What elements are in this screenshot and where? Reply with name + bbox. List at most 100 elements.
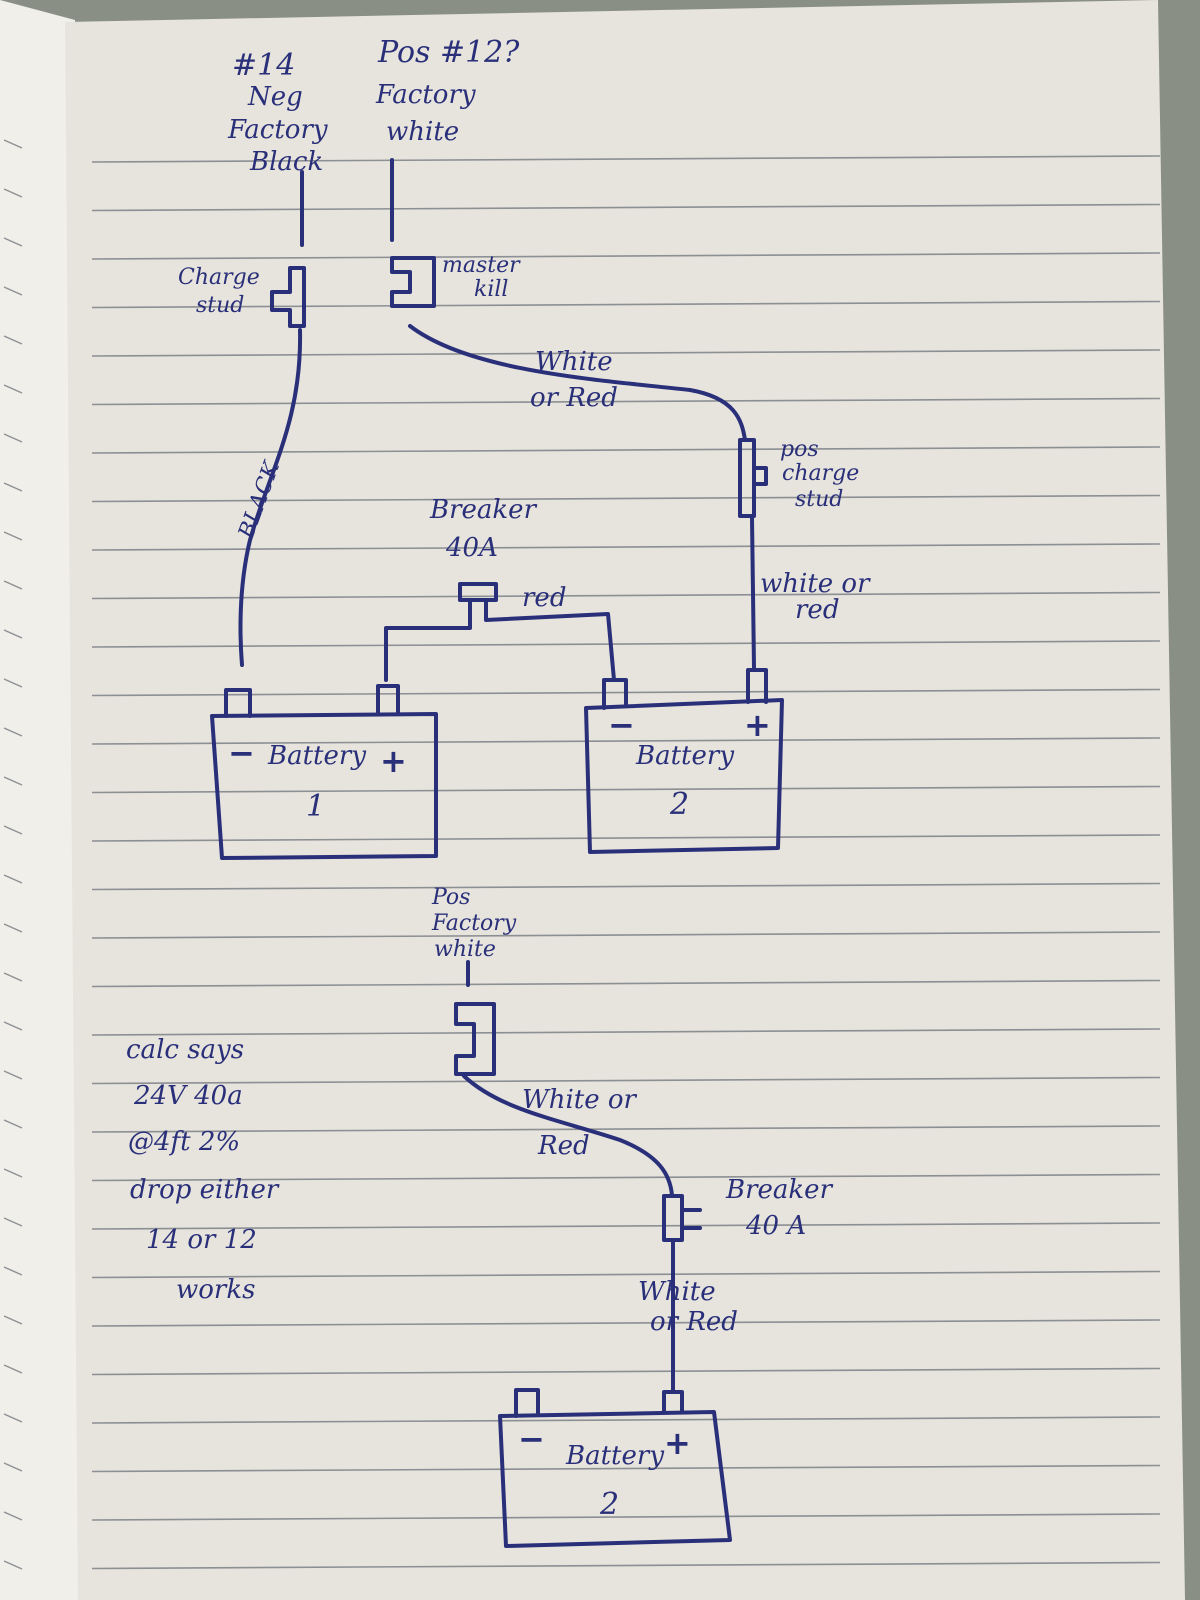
ruled-line	[91, 155, 1161, 163]
left-ruled-line	[3, 923, 23, 933]
label-bottom-breaker-amps: 40 A	[745, 1211, 806, 1241]
ruled-line	[91, 1222, 1161, 1230]
label-bottom-white2: White	[638, 1277, 716, 1307]
label-breaker-top: Breaker	[429, 495, 538, 525]
battery-2-number: 2	[669, 787, 689, 822]
ruled-line	[91, 640, 1161, 648]
label-bottom-white: white	[434, 937, 496, 962]
ruled-line	[91, 785, 1161, 794]
ruled-line	[91, 349, 1161, 357]
calc-line-3: @4ft 2%	[128, 1127, 240, 1157]
bottom-kill-to-breaker-wire	[462, 1074, 674, 1197]
left-ruled-line	[3, 629, 23, 639]
master-kill-switch	[390, 256, 436, 308]
label-bottom-red: Red	[537, 1131, 590, 1161]
label-pos-stud-charge: charge	[782, 461, 859, 486]
battery-1-number: 1	[306, 789, 325, 824]
battery-2-label: Battery	[635, 741, 734, 771]
left-ruled-line	[3, 1364, 23, 1374]
ruled-line	[91, 446, 1161, 454]
label-master: master	[442, 253, 521, 278]
calc-line-4: drop either	[130, 1175, 280, 1205]
left-ruled-line	[3, 482, 23, 492]
battery-1-label: Battery	[267, 741, 366, 771]
left-ruled-line	[3, 433, 23, 443]
label-stud: stud	[196, 293, 244, 318]
ruled-line	[91, 882, 1161, 891]
label-white: White	[535, 347, 613, 377]
ruled-line	[91, 1464, 1161, 1473]
ruled-line	[91, 591, 1161, 600]
ruled-line	[91, 1513, 1161, 1521]
label-charge: Charge	[178, 265, 260, 290]
bottom-battery-label: Battery	[565, 1441, 664, 1471]
bottom-battery-minus: −	[518, 1420, 545, 1458]
bottom-battery-plus: +	[664, 1424, 691, 1462]
label-neg-factory: Factory	[227, 115, 328, 145]
bottom-battery-body	[498, 1410, 732, 1548]
left-ruled-line	[3, 1168, 23, 1178]
ruled-line	[91, 494, 1161, 503]
ruled-line	[91, 203, 1161, 212]
battery-1-body	[210, 712, 438, 860]
label-pos-factory: Factory	[375, 80, 476, 110]
ruled-line	[91, 1416, 1161, 1424]
label-neg: Neg	[247, 82, 303, 112]
bottom-battery-neg-terminal	[514, 1388, 540, 1418]
left-ruled-line	[3, 237, 23, 247]
battery-2-minus: −	[608, 706, 635, 744]
label-kill: kill	[474, 277, 508, 302]
left-ruled-line	[3, 874, 23, 884]
left-ruled-line	[3, 727, 23, 737]
black-wire	[238, 328, 303, 667]
ruled-line	[91, 1561, 1161, 1570]
label-bottom-pos: Pos	[431, 885, 470, 910]
label-or-red: or Red	[530, 383, 618, 413]
label-pos-gauge: Pos #12?	[377, 35, 520, 70]
calc-line-1: calc says	[126, 1035, 244, 1065]
red-wire-right	[484, 612, 616, 682]
label-breaker-top-amps: 40A	[445, 533, 498, 563]
label-bottom-or-red2: or Red	[650, 1307, 738, 1337]
ruled-line	[91, 931, 1161, 939]
left-ruled-line	[3, 1119, 23, 1129]
left-ruled-line	[3, 1315, 23, 1325]
calc-line-6: works	[176, 1275, 255, 1305]
label-bottom-breaker: Breaker	[725, 1175, 834, 1205]
left-ruled-line	[3, 825, 23, 835]
label-bottom-factory: Factory	[431, 911, 517, 936]
left-ruled-line	[3, 678, 23, 688]
ruled-lines	[91, 155, 1161, 1570]
left-ruled-line	[3, 286, 23, 296]
label-bottom-white-or: White or	[522, 1085, 638, 1115]
label-neg-black: Black	[249, 147, 323, 177]
ruled-line	[91, 1076, 1161, 1085]
right-page	[65, 0, 1185, 1600]
ruled-line	[91, 1270, 1161, 1279]
ruled-line	[91, 252, 1161, 260]
label-red-wire: red	[522, 583, 566, 613]
left-ruled-line	[3, 335, 23, 345]
label-stud-wire-red: red	[795, 595, 839, 625]
left-ruled-line	[3, 972, 23, 982]
left-ruled-line	[3, 580, 23, 590]
ruled-line	[91, 1319, 1161, 1327]
ruled-line	[91, 1125, 1161, 1133]
label-pos-stud-stud: stud	[795, 487, 843, 512]
bottom-breaker-symbol	[662, 1194, 702, 1242]
left-ruled-line	[3, 1266, 23, 1276]
calc-line-2: 24V 40a	[133, 1081, 243, 1111]
ruled-line	[91, 1367, 1161, 1376]
battery-1-neg-terminal	[224, 688, 252, 718]
pos-charge-stud-symbol	[738, 438, 768, 518]
left-ruled-line	[3, 1462, 23, 1472]
left-ruled-line	[3, 1511, 23, 1521]
ruled-line	[91, 979, 1161, 988]
label-neg-gauge: #14	[232, 48, 295, 83]
label-pos-stud-pos: pos	[780, 437, 819, 462]
battery-2-body	[584, 698, 784, 854]
ruled-line	[91, 397, 1161, 406]
ruled-line	[91, 543, 1161, 551]
